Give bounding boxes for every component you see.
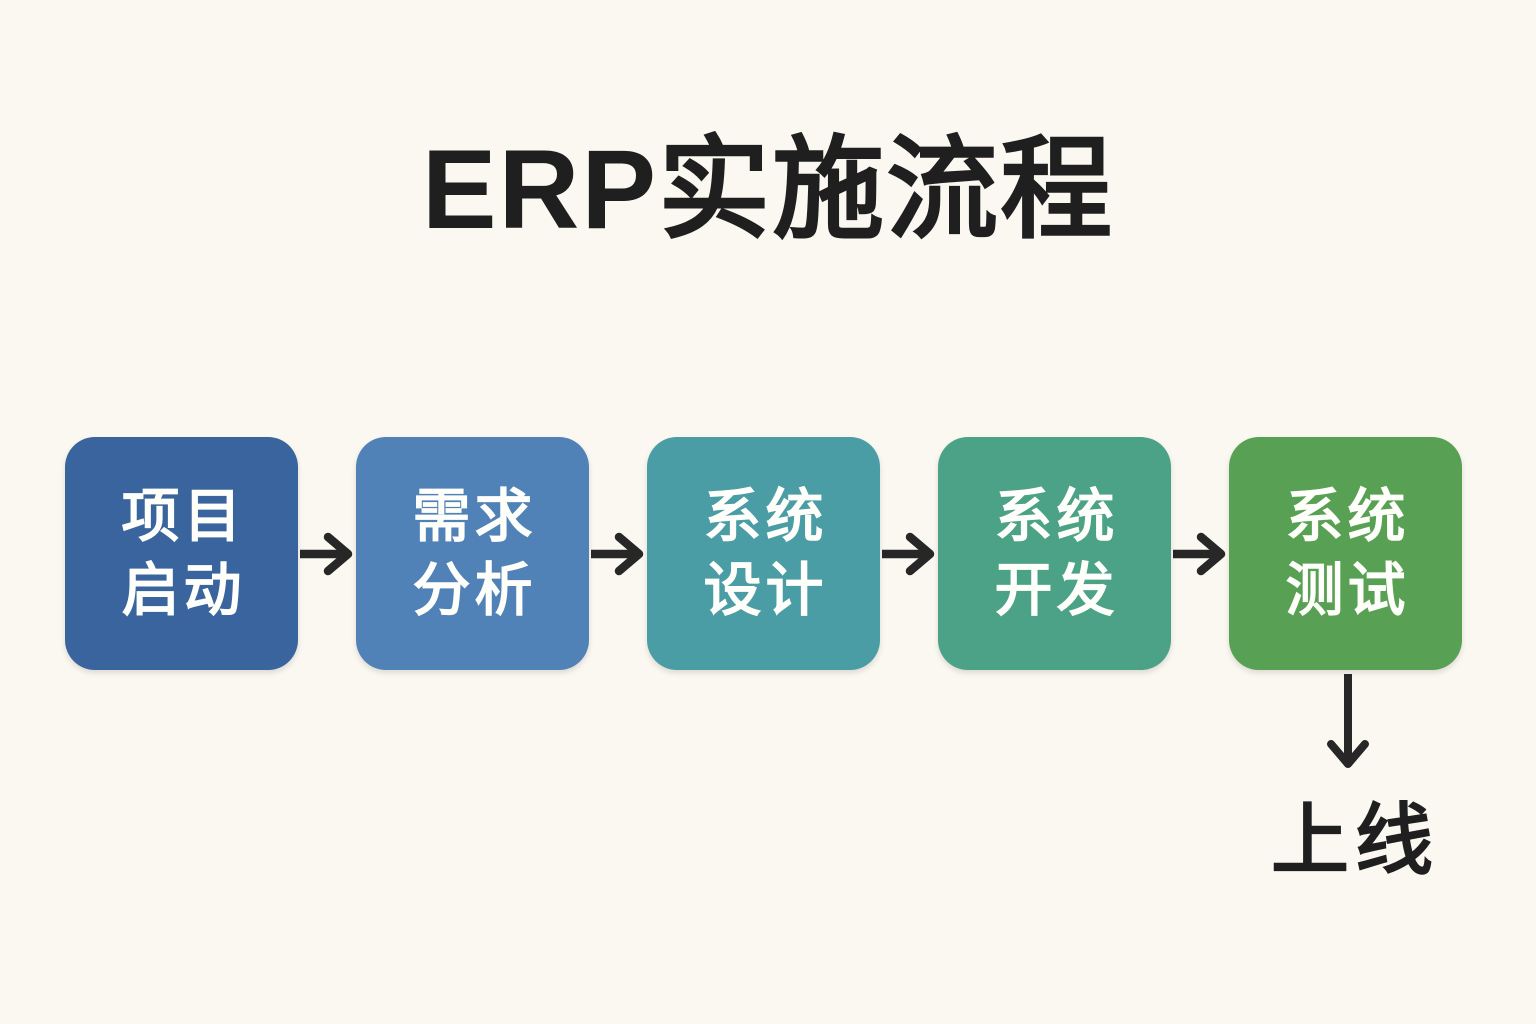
- step-label-line: 分析: [412, 557, 537, 623]
- go-live-label: 上线: [1270, 796, 1440, 884]
- step-label-line: 启动: [121, 557, 246, 623]
- flow-row: 项目 启动 需求 分析 系统 设计: [65, 437, 1462, 670]
- page-title: ERP实施流程: [421, 127, 1115, 252]
- step-box-system-design: 系统 设计: [647, 437, 880, 670]
- step-box-system-testing: 系统 测试: [1229, 437, 1462, 670]
- arrow-right-icon: [589, 437, 647, 670]
- arrow-right-icon: [880, 437, 938, 670]
- step-box-requirements-analysis: 需求 分析: [356, 437, 589, 670]
- step-label: 系统 测试: [1281, 480, 1409, 626]
- step-label-line: 开发: [994, 557, 1119, 623]
- step-label-line: 测试: [1285, 557, 1410, 623]
- step-label: 系统 开发: [990, 480, 1118, 626]
- arrow-right-icon: [1171, 437, 1229, 670]
- step-label: 需求 分析: [408, 480, 536, 626]
- step-label-line: 设计: [703, 557, 828, 623]
- step-label-line: 系统: [703, 484, 828, 550]
- step-box-system-development: 系统 开发: [938, 437, 1171, 670]
- step-box-project-start: 项目 启动: [65, 437, 298, 670]
- step-label-line: 系统: [994, 484, 1119, 550]
- arrow-down-icon: [1325, 673, 1371, 771]
- step-label: 项目 启动: [117, 480, 245, 626]
- arrow-right-icon: [298, 437, 356, 670]
- step-label-line: 项目: [121, 484, 246, 550]
- step-label-line: 系统: [1285, 484, 1410, 550]
- step-label: 系统 设计: [699, 480, 827, 626]
- step-label-line: 需求: [412, 484, 537, 550]
